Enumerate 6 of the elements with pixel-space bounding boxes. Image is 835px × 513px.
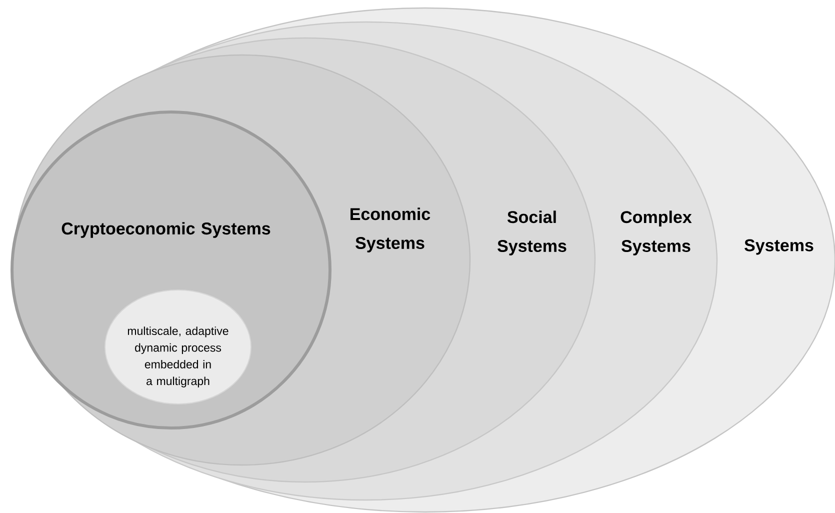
ellipse-label: Complex Systems [620, 210, 692, 256]
ellipse-label: Systems [744, 239, 814, 255]
ellipse-label: Social Systems [498, 210, 566, 256]
ellipse-label: multiscale, adaptive dynamic process embedded in a multigraph [128, 326, 228, 388]
ellipse-label: Cryptoeconomic Systems [62, 222, 270, 238]
ellipse-label: Economic Systems [350, 208, 430, 252]
